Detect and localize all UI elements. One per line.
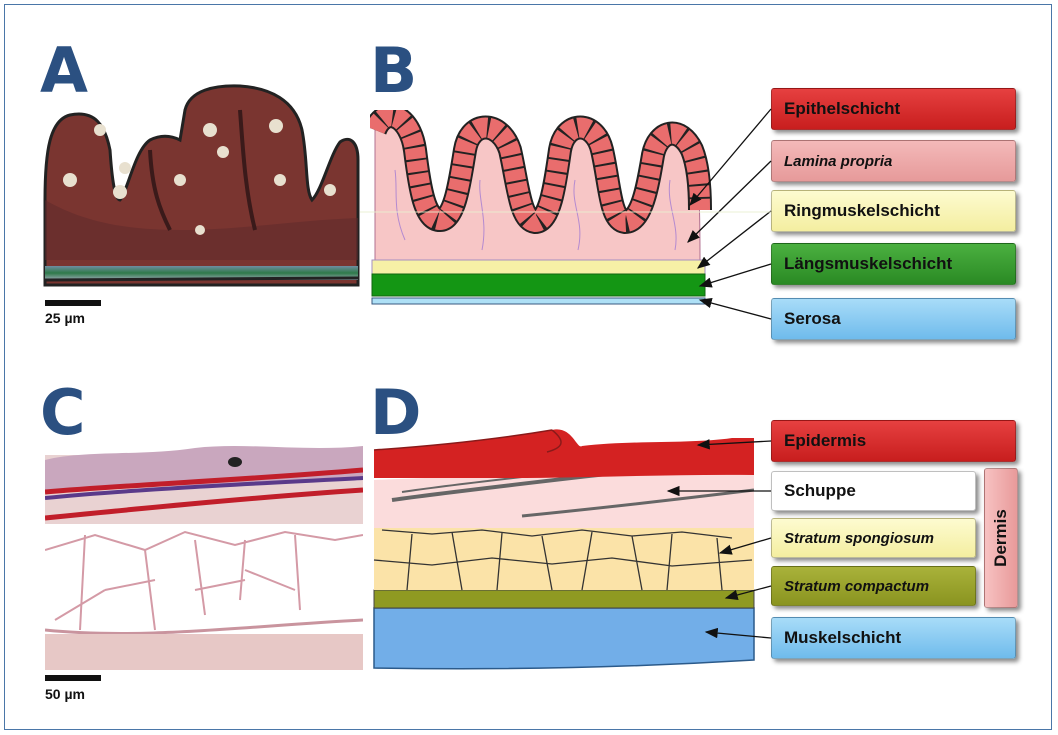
arrow-ringmuskelschicht (698, 211, 771, 268)
arrow-laengsmuskelschicht (700, 264, 771, 286)
arrow-epidermis (698, 441, 771, 445)
arrow-muskelschicht (706, 632, 771, 638)
arrow-serosa (700, 300, 771, 319)
arrow-stratum-compactum (726, 586, 771, 598)
arrow-epithelschicht (690, 109, 771, 205)
arrow-lamina-propria (688, 161, 771, 242)
arrow-stratum-spongiosum (720, 538, 771, 553)
